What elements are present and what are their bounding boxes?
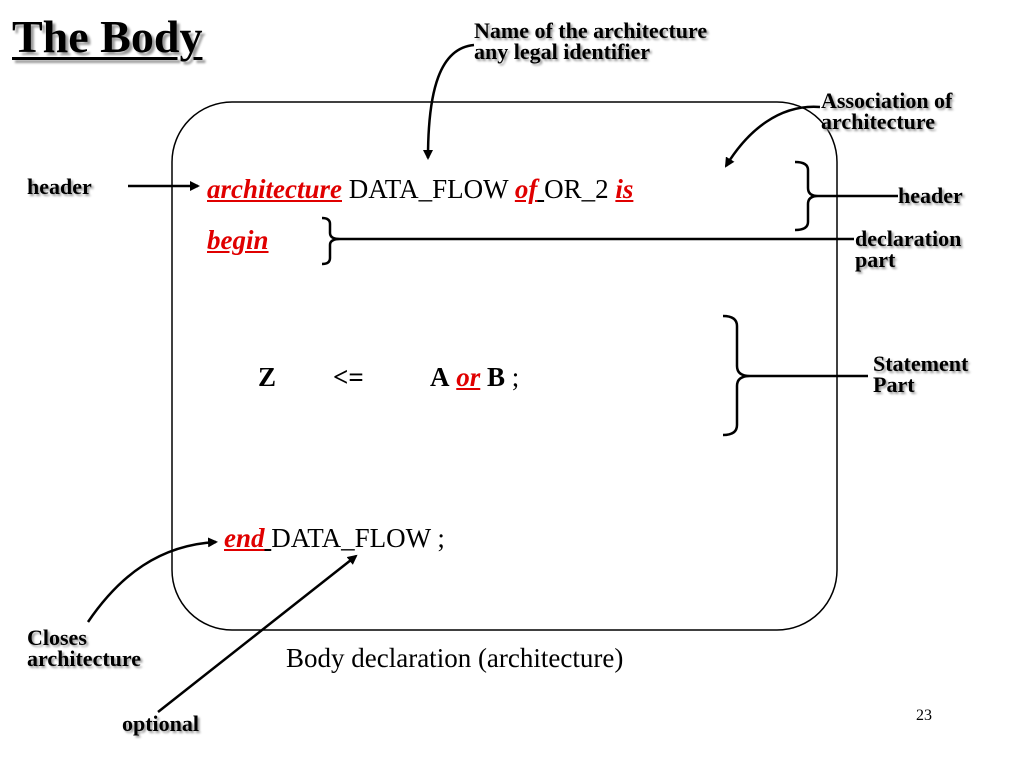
optional-annotation: optional — [122, 711, 200, 736]
statement-operator-wrap: <= — [333, 362, 364, 393]
optional-arrow — [157, 554, 358, 713]
keyword-begin: begin — [207, 225, 269, 255]
name-annotation-line2: any legal identifier — [474, 39, 650, 64]
declaration-annotation-line1: declaration — [855, 226, 962, 251]
statement-operator: <= — [333, 362, 364, 392]
statement-annotation-line1: Statement — [873, 351, 969, 376]
architecture-header-line: architecture DATA_FLOW of OR_2 is — [207, 174, 633, 205]
slide-title: The Body — [12, 11, 203, 62]
begin-line: begin — [207, 225, 269, 256]
declaration-annotation: declaration part — [855, 226, 962, 272]
closes-arrow — [86, 537, 218, 623]
statement-brace — [722, 314, 751, 437]
header-brace — [794, 160, 819, 232]
keyword-or: or — [456, 362, 481, 392]
header-left-label: header — [27, 174, 92, 199]
association-annotation: Association of architecture — [821, 88, 953, 134]
association-annotation-line2: architecture — [821, 109, 936, 134]
keyword-architecture: architecture — [207, 174, 342, 204]
name-annotation-line1: Name of the architecture — [474, 18, 708, 43]
statement-operand-b: B — [487, 362, 506, 392]
keyword-end: end — [224, 523, 265, 553]
keyword-of: of — [514, 174, 538, 204]
association-arrow — [724, 105, 821, 168]
name-arrow — [423, 43, 475, 160]
statement-line-code: Z — [258, 362, 276, 393]
diagram-caption: Body declaration (architecture) — [286, 643, 624, 673]
keyword-is: is — [615, 174, 634, 204]
statement-annotation: Statement Part — [873, 351, 969, 397]
statement-expression: A or B ; — [430, 362, 519, 393]
entity-reference: OR_2 — [544, 174, 609, 204]
architecture-box — [171, 101, 838, 631]
header-right-label: header — [898, 183, 963, 208]
page-number: 23 — [916, 707, 932, 724]
declaration-brace — [321, 216, 341, 266]
closes-annotation: Closes architecture — [27, 625, 142, 671]
statement-target: Z — [258, 362, 277, 392]
declaration-annotation-line2: part — [855, 247, 896, 272]
statement-operand-a: A — [430, 362, 450, 392]
architecture-name: DATA_FLOW — [348, 174, 509, 204]
closes-annotation-line2: architecture — [27, 646, 142, 671]
name-annotation: Name of the architecture any legal ident… — [474, 18, 708, 64]
end-architecture-name: DATA_FLOW ; — [271, 523, 445, 553]
statement-annotation-line2: Part — [873, 372, 915, 397]
closes-annotation-line1: Closes — [27, 625, 87, 650]
statement-semicolon: ; — [511, 362, 520, 392]
end-line: end DATA_FLOW ; — [224, 523, 445, 554]
association-annotation-line1: Association of — [821, 88, 953, 113]
